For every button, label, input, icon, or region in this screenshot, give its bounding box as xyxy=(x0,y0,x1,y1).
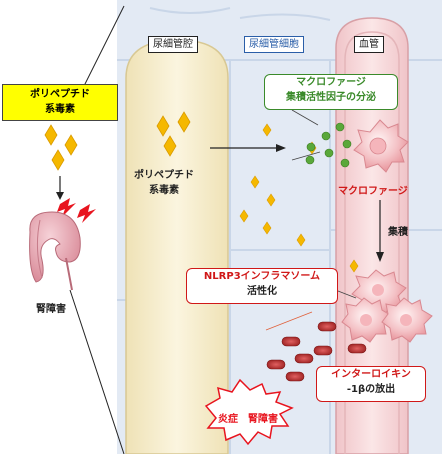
nlrp3-line2: 活性化 xyxy=(247,286,277,297)
toxin-label-box: ポリペプチド 系毒素 xyxy=(2,84,118,121)
accumulation-label: 集積 xyxy=(388,227,408,238)
toxin-diamonds-lumen xyxy=(156,111,191,157)
inflammation-label: 炎症 腎障害 xyxy=(218,414,278,425)
nlrp3-box: NLRP3インフラマソーム 活性化 xyxy=(186,268,338,304)
kidney-damage-label: 腎障害 xyxy=(36,304,66,315)
lumen-title: 尿細管腔 xyxy=(148,36,198,53)
tubule-cell-title: 尿細管細胞 xyxy=(244,36,304,53)
toxin-diamonds-outside xyxy=(44,124,78,171)
zoom-line-top xyxy=(77,5,125,99)
interleukin-box: インターロイキン -1βの放出 xyxy=(316,366,426,402)
nlrp3-line1: NLRP3インフラマソーム xyxy=(203,271,321,282)
kidney-icon xyxy=(29,211,81,291)
zoom-line-bottom xyxy=(69,289,125,454)
vessel-title: 血管 xyxy=(354,36,384,53)
urinary-lumen xyxy=(125,39,229,454)
macrophage-label: マクロファージ xyxy=(338,186,408,197)
macrophage-secretion-line1: マクロファージ xyxy=(296,77,366,88)
red-blood-cells xyxy=(266,321,367,382)
macrophage-cluster xyxy=(341,269,433,343)
secretion-factor-dots xyxy=(305,122,352,168)
interleukin-line2: -1βの放出 xyxy=(346,384,396,395)
toxin-label-text: ポリペプチド 系毒素 xyxy=(30,89,90,115)
interleukin-line1: インターロイキン xyxy=(331,369,411,380)
toxin-diamonds-cell xyxy=(239,123,359,273)
inflammation-burst xyxy=(204,378,294,446)
lightning-icon xyxy=(57,198,96,223)
toxin-in-lumen-label: ポリペプチド 系毒素 xyxy=(134,170,194,196)
macrophage-secretion-box: マクロファージ 集積活性因子の分泌 xyxy=(264,74,398,110)
macrophage-secretion-line2: 集積活性因子の分泌 xyxy=(286,92,376,103)
